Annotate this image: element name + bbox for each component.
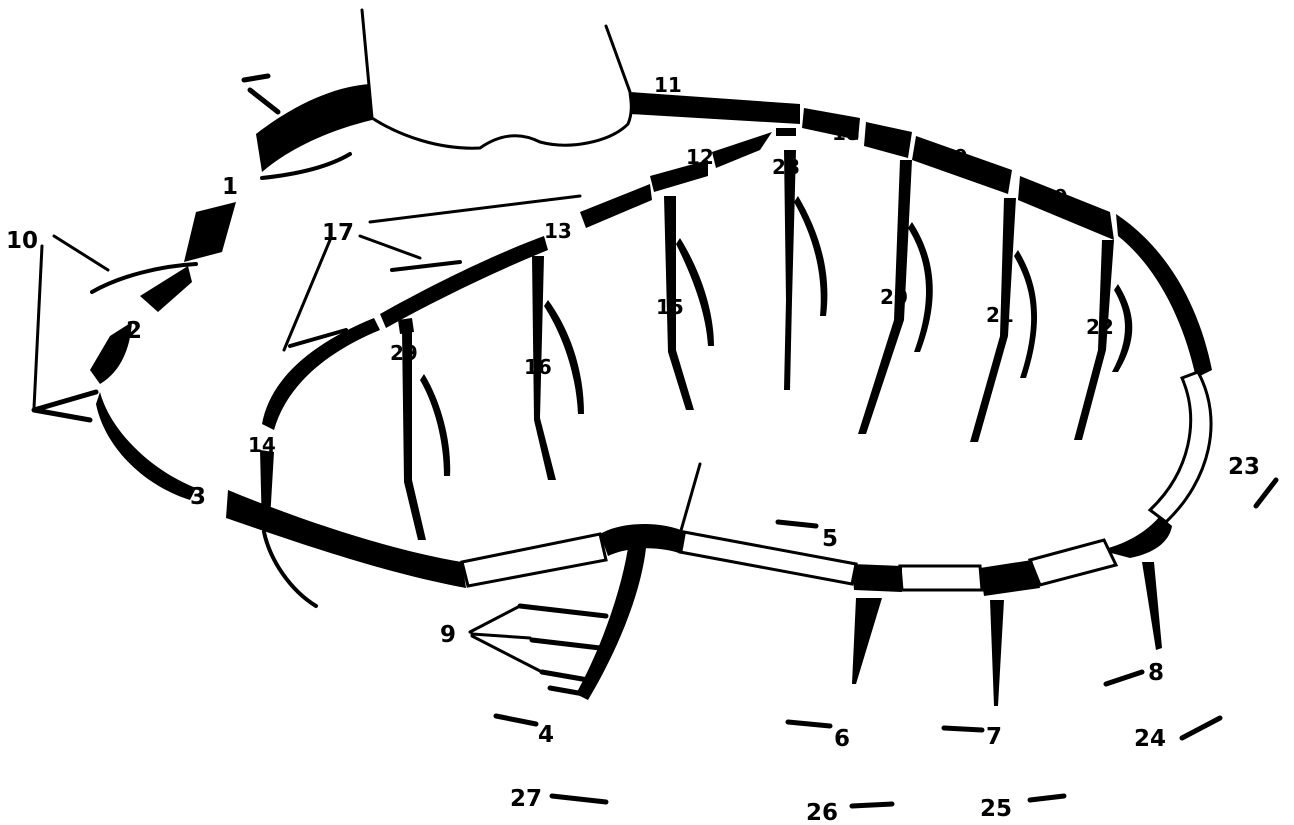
rib-15-side [676, 238, 714, 346]
rib-20-side [908, 222, 933, 352]
arrow-4 [496, 716, 536, 724]
outline-group [90, 76, 1212, 596]
leader-10-group [34, 236, 196, 420]
label-18: 18 [832, 121, 860, 145]
leg-4-main [576, 548, 646, 700]
label-8: 8 [1148, 660, 1164, 686]
rib-29-tab [398, 318, 414, 334]
leader-9-b [472, 634, 530, 638]
leader-10-b [34, 246, 42, 408]
bottom-outline-band-right [980, 560, 1040, 596]
label-26: 26 [806, 800, 838, 825]
leader-9-a [470, 606, 520, 632]
top-left-hook [244, 76, 278, 112]
label-15: 15 [656, 295, 684, 319]
label-9: 9 [440, 622, 456, 648]
line-17-b [360, 236, 420, 258]
rib-21-side [1014, 250, 1037, 378]
leg-9-c [542, 672, 588, 680]
inner-curve-segment-12 [712, 132, 772, 168]
spine-7 [990, 600, 1004, 706]
arrow-7 [944, 728, 982, 730]
label-24: 24 [1134, 726, 1166, 752]
rib-29-side [420, 374, 450, 476]
label-23: 23 [1228, 454, 1260, 480]
label-22: 22 [1086, 315, 1114, 339]
top-outline-segment-18b [864, 122, 912, 158]
label-19-b: 19 [1040, 185, 1068, 209]
label-12: 12 [686, 145, 714, 169]
spine-6 [852, 598, 882, 684]
leader-10-a [54, 236, 108, 270]
left-outline-upper [184, 202, 236, 262]
arrow-25 [1030, 796, 1064, 800]
label-14: 14 [248, 433, 276, 457]
label-1: 1 [222, 174, 238, 200]
label-28: 28 [772, 155, 800, 179]
inner-curve-segment-14 [262, 318, 380, 430]
label-16: 16 [524, 355, 552, 379]
leader-10-foot [34, 392, 96, 420]
leg-9-b [532, 640, 600, 648]
label-6: 6 [834, 726, 850, 752]
inner-curve-segment-13b [380, 236, 548, 328]
label-13: 13 [544, 219, 572, 243]
label-29: 29 [390, 341, 418, 365]
label-2: 2 [126, 318, 142, 344]
leader-5 [680, 464, 700, 534]
rib-28 [784, 150, 796, 390]
bottom-white-section-right [1030, 540, 1116, 585]
rib-22-side [1112, 284, 1132, 372]
left-outline-lower [96, 392, 196, 500]
label-11: 11 [654, 73, 682, 97]
label-5: 5 [822, 526, 838, 552]
label-10: 10 [6, 228, 38, 254]
arrow-27 [552, 796, 606, 802]
top-left-outline [256, 84, 372, 172]
bottom-white-section-far-left [462, 534, 606, 586]
label-17: 17 [322, 220, 354, 246]
label-7: 7 [986, 724, 1002, 750]
label-19-a: 19 [940, 145, 968, 169]
spine-8 [1142, 562, 1162, 650]
rib-28-tab [776, 128, 796, 136]
arrow-24 [1182, 718, 1220, 738]
line-17-c [392, 262, 460, 270]
leg-9-a [520, 606, 606, 616]
label-27: 27 [510, 786, 542, 812]
right-outline-white-section [1150, 372, 1211, 522]
labels-group: 1 2 3 4 5 6 7 8 9 10 11 12 13 14 15 16 1… [6, 73, 1260, 825]
bottom-outline-band-mid [852, 564, 902, 592]
label-25: 25 [980, 796, 1012, 822]
bottom-white-section-mid [900, 566, 982, 590]
arrow-6 [788, 722, 830, 726]
legs-group [470, 464, 1162, 706]
inner-curve-segment-13 [580, 184, 652, 228]
line-17-d [284, 240, 330, 350]
arrow-23 [1256, 480, 1276, 506]
label-21: 21 [986, 303, 1014, 327]
label-4: 4 [538, 722, 554, 748]
label-20: 20 [880, 285, 908, 309]
arrow-5 [778, 522, 816, 526]
label-3: 3 [190, 484, 206, 510]
rib-28-side [794, 196, 827, 316]
arrow-26 [852, 804, 892, 806]
rib-22 [1074, 240, 1114, 440]
head-unit-outline [362, 10, 631, 148]
arrow-8 [1106, 672, 1142, 684]
right-outline-curve [1116, 214, 1212, 378]
